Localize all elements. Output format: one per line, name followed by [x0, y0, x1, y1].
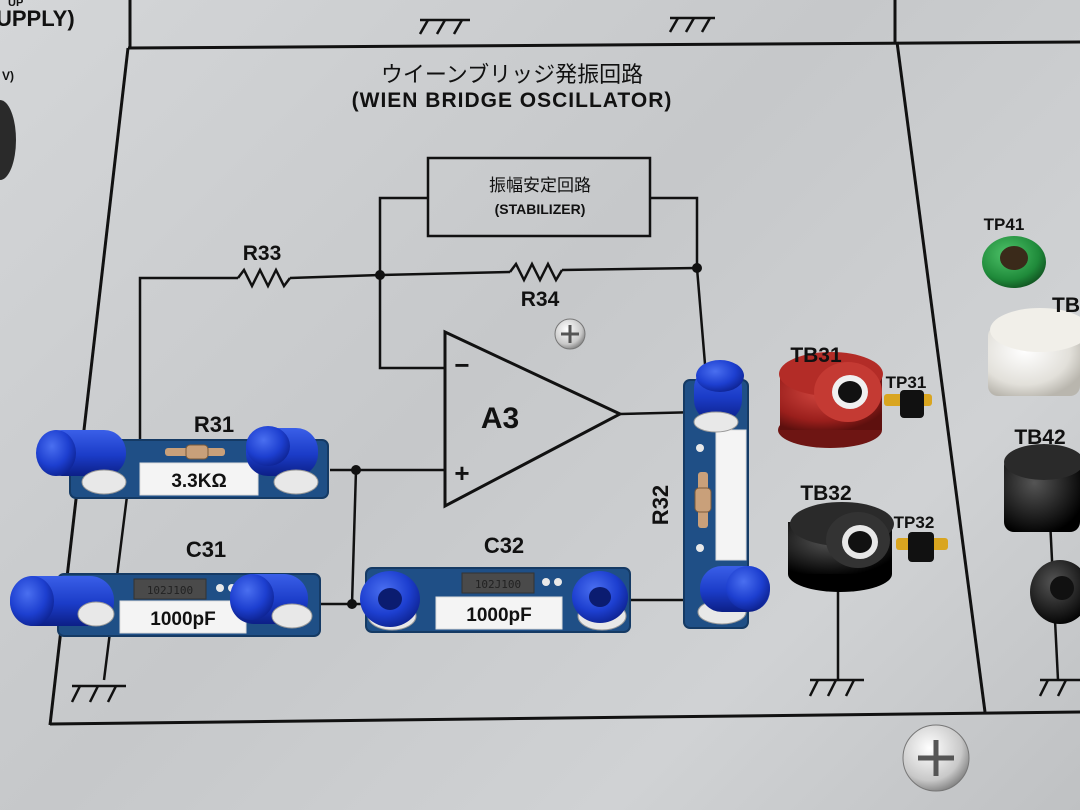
tb32-label: TB32 — [800, 482, 851, 505]
c32-plug-right[interactable] — [572, 571, 628, 631]
opamp-triangle — [443, 329, 624, 509]
screw-center — [554, 318, 586, 350]
c32-value: 1000pF — [466, 605, 531, 626]
tb4-label-fragment: TB4 — [1052, 294, 1080, 317]
c32-plug-left[interactable] — [360, 571, 420, 631]
c31-plug-left[interactable] — [10, 576, 115, 627]
r32-plug-bottom[interactable] — [697, 566, 770, 625]
r31-plug-left[interactable] — [36, 430, 127, 495]
r31-value: 3.3KΩ — [171, 471, 226, 492]
tp41-terminal[interactable] — [982, 236, 1046, 288]
screw-bottom — [902, 724, 970, 792]
tb31-terminal[interactable] — [778, 352, 883, 448]
supply-label-fragment: UPPLY) — [0, 6, 75, 31]
c31-value: 1000pF — [150, 609, 215, 630]
tp32-label: TP32 — [894, 513, 935, 532]
r31-label: R31 — [194, 412, 234, 437]
r33-label: R33 — [243, 242, 282, 265]
opamp-minus: − — [454, 350, 469, 380]
tb41-terminal-white[interactable] — [988, 308, 1080, 396]
title-english: (WIEN BRIDGE OSCILLATOR) — [352, 89, 673, 112]
junction-dot — [347, 599, 357, 609]
c32-label: C32 — [484, 533, 524, 558]
left-knob[interactable] — [0, 100, 16, 180]
voltage-label-fragment: V) — [2, 69, 14, 83]
c31-plug-right[interactable] — [230, 574, 313, 629]
tp41-label: TP41 — [984, 215, 1025, 234]
panel-frame — [48, 0, 1080, 726]
supply-label-top-fragment: UP — [8, 0, 23, 9]
tb42-label: TB42 — [1014, 426, 1065, 449]
r34-label: R34 — [521, 288, 560, 311]
junction-dot — [351, 465, 361, 475]
tb43-terminal[interactable] — [1030, 560, 1080, 624]
tb32-terminal[interactable] — [788, 502, 894, 592]
tb31-label: TB31 — [790, 344, 842, 367]
stabilizer-label-jp: 振幅安定回路 — [489, 176, 591, 196]
tp31-pin[interactable] — [884, 390, 932, 418]
title-japanese: ウイーンブリッジ発振回路 — [381, 63, 643, 88]
tb42-terminal[interactable] — [1004, 444, 1080, 532]
junction-dot — [375, 270, 385, 280]
top-ground-symbols — [418, 16, 715, 35]
r32-plug-top[interactable] — [693, 360, 744, 433]
c32-module[interactable]: 102J100 1000pF — [365, 567, 631, 633]
r32-label: R32 — [648, 485, 673, 525]
c32-code: 102J100 — [475, 578, 521, 591]
tp31-label: TP31 — [886, 373, 927, 392]
c31-code: 102J100 — [147, 584, 193, 597]
opamp-label: A3 — [481, 402, 519, 435]
schematic-wires — [102, 156, 840, 681]
stabilizer-label-en: (STABILIZER) — [495, 201, 586, 217]
junction-dot — [692, 263, 702, 273]
c31-label: C31 — [186, 537, 226, 562]
tp32-pin[interactable] — [896, 532, 948, 562]
r31-plug-right[interactable] — [246, 426, 319, 495]
opamp-plus: + — [454, 458, 469, 488]
